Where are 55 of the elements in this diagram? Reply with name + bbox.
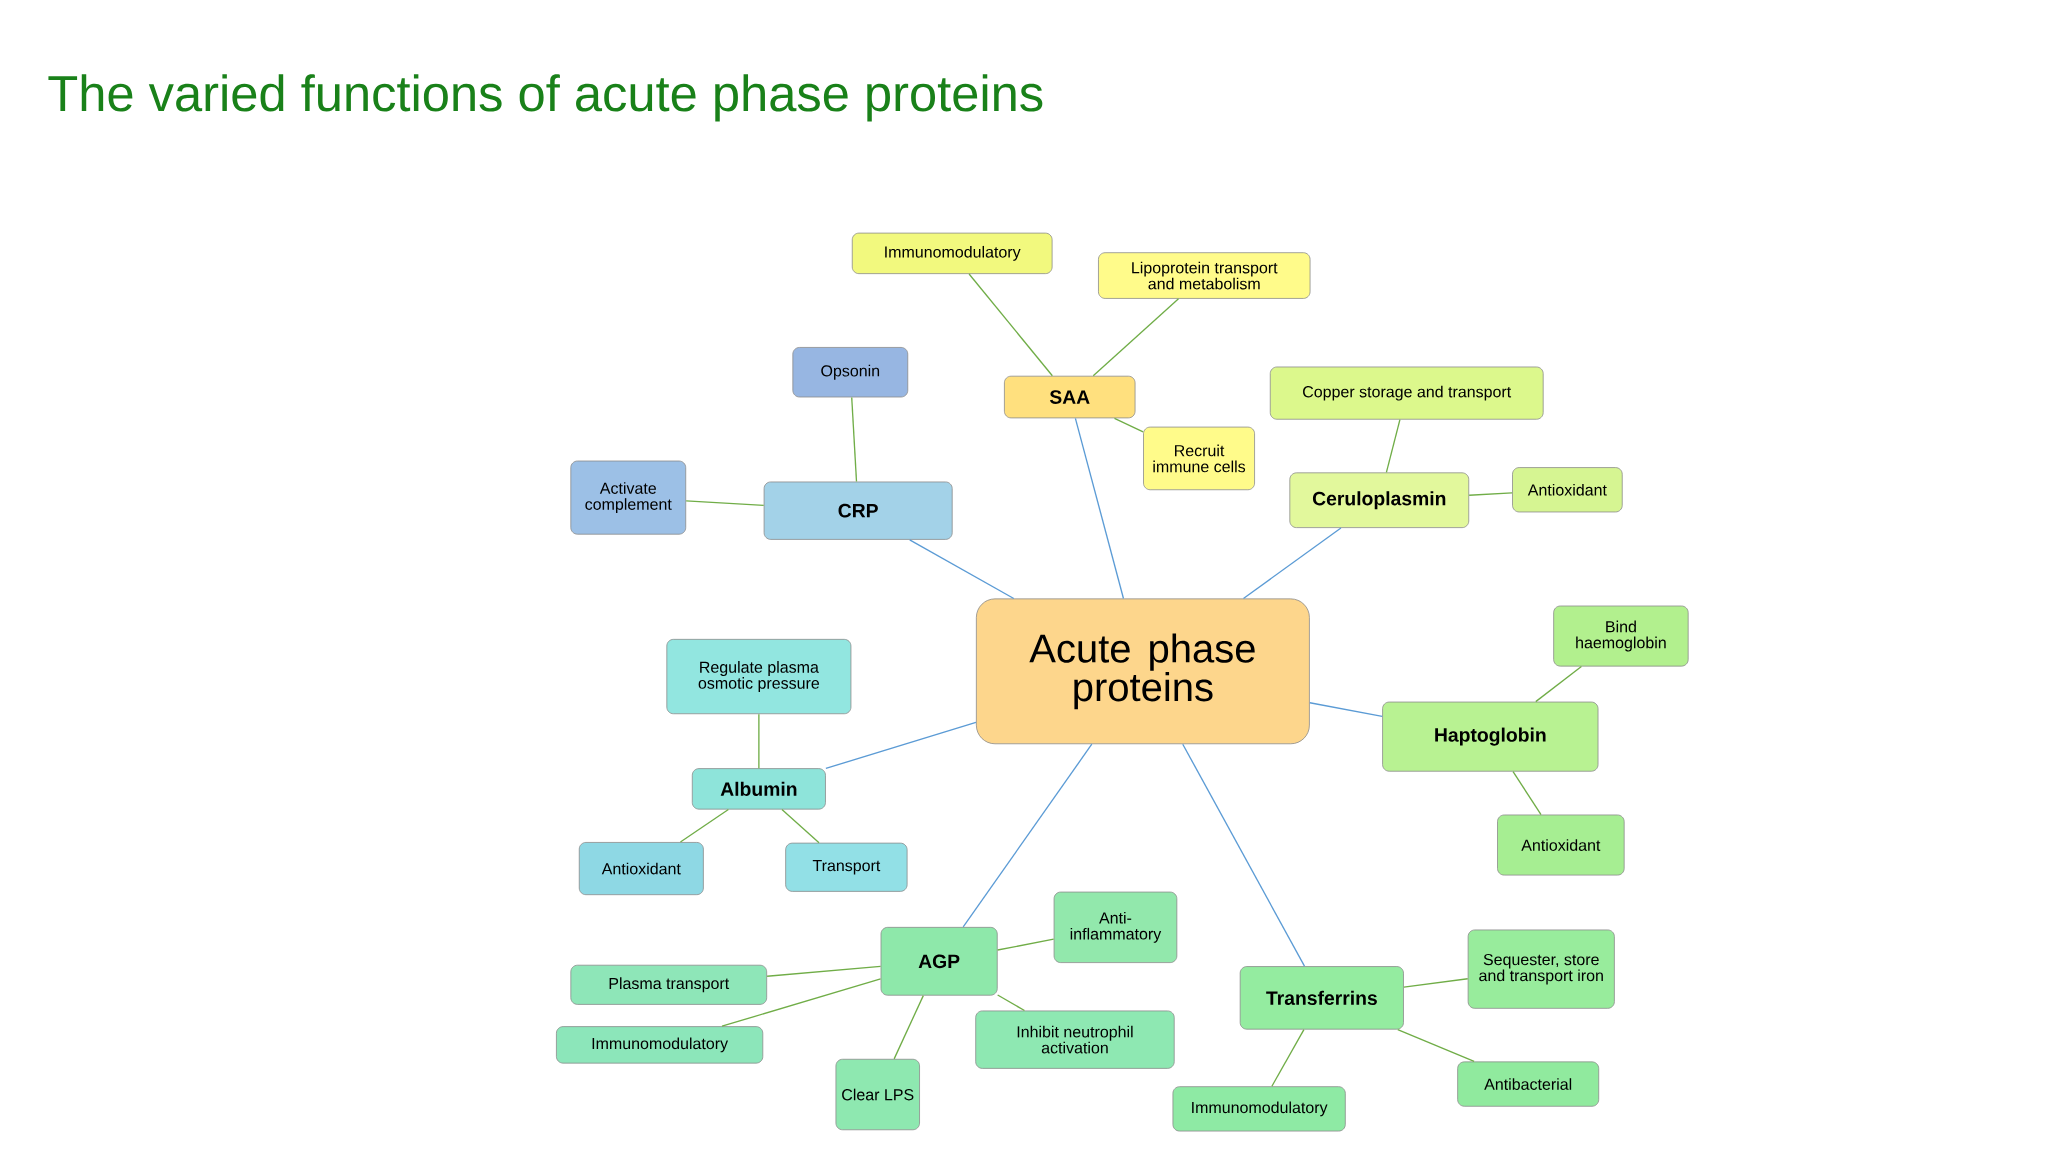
connector-line (997, 994, 1026, 1012)
function-box: Immunomodulatory (851, 232, 1053, 275)
function-box: Transport (785, 842, 908, 892)
connector-line (1385, 419, 1401, 474)
function-box: Immunomodulatory (556, 1026, 764, 1064)
function-box: Recruit immune cells (1143, 426, 1255, 491)
central-box: Acute phase proteins (975, 598, 1310, 745)
function-box: Antibacterial (1457, 1061, 1600, 1107)
function-box: Bind haemoglobin (1553, 605, 1689, 667)
function-box: Copper storage and transport (1269, 366, 1544, 420)
protein-box: Haptoglobin (1382, 701, 1599, 772)
function-box: Lipoprotein transport and metabolism (1098, 252, 1311, 299)
connector-line (962, 743, 1093, 928)
protein-box: SAA (1004, 375, 1136, 419)
function-box: Inhibit neutrophil activation (975, 1010, 1175, 1069)
function-box: Antioxidant (1497, 814, 1625, 876)
connector-line (679, 808, 730, 843)
connector-line (1113, 417, 1144, 433)
connector-line (781, 808, 820, 844)
function-box: Regulate plasma osmotic pressure (666, 638, 852, 715)
function-box: Anti-inflammatory (1053, 891, 1178, 963)
function-box: Antioxidant (578, 842, 704, 896)
connector-line (685, 500, 765, 506)
connector-line (1074, 417, 1125, 600)
protein-box: Albumin (691, 768, 826, 810)
function-box: Clear LPS (835, 1058, 920, 1131)
connector-line (1092, 298, 1180, 377)
connector-line (1468, 492, 1513, 496)
connector-line (1182, 743, 1306, 967)
function-box: Sequester, store and transport iron (1467, 929, 1615, 1009)
function-box: Immunomodulatory (1172, 1086, 1346, 1132)
protein-box: Ceruloplasmin (1289, 472, 1470, 528)
function-box: Antioxidant (1512, 467, 1623, 513)
connector-line (909, 539, 1015, 600)
protein-box: Transferrins (1239, 966, 1404, 1030)
connector-line (825, 721, 977, 770)
connector-line (968, 273, 1053, 377)
connector-line (1512, 770, 1542, 816)
connector-line (997, 938, 1055, 951)
connector-line (758, 713, 760, 769)
title: The varied functions of acute phase proteins (48, 74, 1043, 122)
function-box: Opsonin (792, 347, 909, 398)
connector-line (1403, 978, 1469, 988)
protein-box: AGP (880, 926, 998, 996)
connector-line (1535, 665, 1583, 703)
connector-line (893, 994, 924, 1060)
connector-line (1242, 527, 1342, 600)
function-box: Plasma transport (570, 964, 768, 1005)
connector-line (1271, 1028, 1305, 1087)
connector-line (766, 965, 882, 977)
connector-line (851, 396, 858, 483)
protein-box: CRP (763, 481, 953, 540)
connector-line (1397, 1028, 1475, 1063)
function-box: Activate complement (570, 460, 687, 535)
connector-line (1309, 702, 1383, 718)
